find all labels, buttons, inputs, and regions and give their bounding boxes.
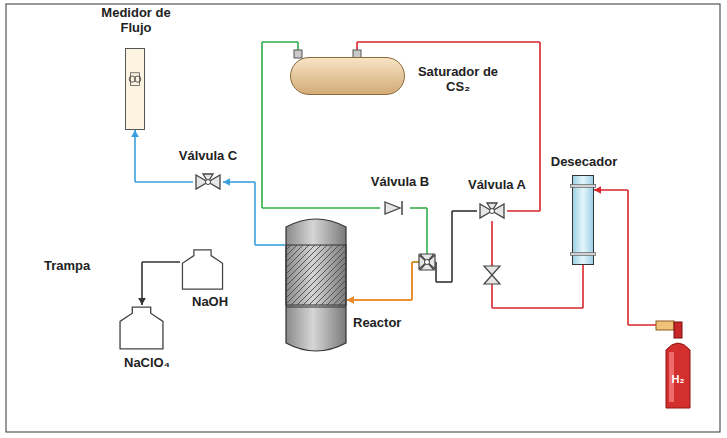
node-label: H₂ — [665, 372, 691, 387]
arrow-head — [347, 296, 354, 304]
flow-meter-shape — [126, 49, 144, 129]
trap-bottle: NaClO₄ — [118, 305, 165, 350]
node-label: Medidor de Flujo — [96, 5, 176, 35]
valve-shape — [477, 201, 507, 221]
pipe-segment — [539, 42, 541, 211]
desiccant-column: Desecador — [572, 175, 594, 265]
free-label: Trampa — [44, 258, 90, 273]
reactor-vessel-shape — [285, 215, 347, 355]
trap-bottle-shape — [118, 305, 165, 350]
pipe-connector — [223, 178, 285, 245]
pipe-segment — [582, 265, 584, 308]
pipe-connector — [347, 208, 427, 304]
node-label: Desecador — [539, 154, 629, 169]
valve: Válvula A — [477, 201, 507, 221]
node-label: Válvula B — [360, 174, 440, 189]
node-label: Reactor — [353, 315, 413, 330]
pipe-segment — [262, 41, 298, 43]
arrow-head — [223, 178, 230, 186]
arrow-head — [353, 50, 361, 57]
pipe-segment — [357, 41, 540, 43]
desiccant-column-shape — [573, 176, 593, 264]
pipe-segment — [262, 207, 380, 209]
valve: Válvula C — [193, 172, 223, 192]
pipe-segment — [135, 181, 193, 183]
pipe-segment — [347, 299, 412, 301]
trap-bottle: NaOH — [180, 248, 225, 290]
node-label: NaClO₄ — [124, 355, 194, 370]
valve-shape — [193, 172, 223, 192]
node-label: NaOH — [192, 294, 252, 309]
pipe-segment — [411, 262, 413, 300]
pipe-segment — [507, 210, 540, 212]
pipe-segment — [261, 42, 263, 208]
check-valve-shape — [380, 198, 410, 218]
pipe-segment — [436, 281, 452, 283]
arrow-head — [131, 130, 139, 137]
arrow-head — [347, 296, 354, 304]
frame-border — [6, 4, 720, 432]
reactor-vessel: Reactor — [285, 215, 347, 355]
pipe-segment — [492, 307, 583, 309]
pipe-segment — [134, 130, 136, 182]
nozzle — [294, 50, 302, 58]
gas-cylinder: H₂ — [665, 338, 691, 410]
pipe-segment — [255, 244, 285, 246]
pipe-segment — [347, 299, 412, 301]
pipe-segment — [451, 211, 453, 282]
pipe-connector — [492, 221, 583, 308]
node-label: Válvula C — [163, 148, 253, 163]
gas-regulator — [656, 321, 682, 338]
pipe-segment — [410, 207, 427, 209]
pipe-segment — [452, 210, 477, 212]
pipe-segment — [411, 262, 413, 300]
flow-meter: Medidor de Flujo — [125, 48, 145, 130]
pipe-connector — [138, 262, 180, 305]
pipe-connector — [347, 211, 477, 304]
needle-valve — [484, 266, 500, 284]
saturator-tank: Saturador de CS₂ — [290, 57, 405, 95]
pipe-connector — [594, 186, 678, 338]
trap-bottle-shape — [180, 248, 225, 290]
pipe-segment — [142, 261, 180, 263]
arrow-head — [138, 298, 146, 305]
pipe-segment — [491, 221, 493, 308]
pipe-segment — [627, 190, 629, 325]
check-valve: Válvula B — [380, 198, 410, 218]
four-way-valve — [419, 254, 435, 270]
node-label: Válvula A — [457, 177, 537, 192]
node-label: Saturador de CS₂ — [413, 64, 503, 94]
pipe-segment — [254, 182, 256, 245]
